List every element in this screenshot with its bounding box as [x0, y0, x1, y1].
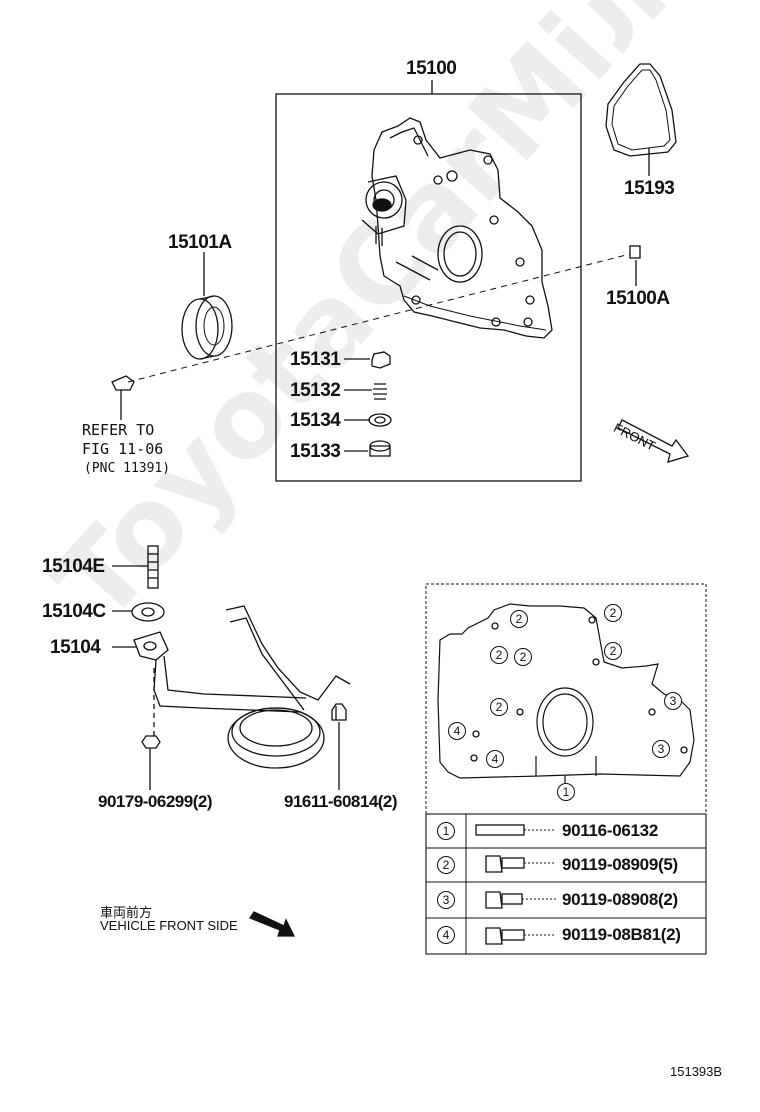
- relief-spring: [373, 383, 387, 400]
- washer: [368, 413, 392, 427]
- o-ring-gasket: [605, 63, 677, 157]
- label-15134: 15134: [290, 410, 341, 431]
- oil-strainer: [112, 545, 351, 790]
- bolt-row-number: 4: [437, 926, 455, 944]
- bolt-table-row: 1 90116-06132: [426, 814, 706, 848]
- label-15104: 15104: [50, 637, 101, 658]
- bolt-row-number: 2: [437, 856, 455, 874]
- bolt-row-number: 3: [437, 891, 455, 909]
- label-91611: 91611-60814(2): [284, 792, 398, 811]
- label-15132: 15132: [290, 380, 341, 401]
- label-15100: 15100: [406, 58, 457, 79]
- label-15100a: 15100A: [606, 288, 670, 309]
- oil-pump-frame: [275, 93, 582, 482]
- oil-pump-body: [361, 117, 553, 339]
- bolt-icon-3: [485, 891, 556, 909]
- relief-plug: [371, 351, 391, 369]
- inset-marker-2: 2: [490, 646, 508, 664]
- label-15131: 15131: [290, 349, 341, 370]
- vehicle-front-jp: 車両前方: [100, 905, 153, 920]
- bolt-table: [425, 813, 707, 955]
- bolt-part-number: 90119-08908(2): [562, 890, 678, 909]
- label-15104c: 15104C: [42, 601, 106, 622]
- inset-marker-2: 2: [514, 648, 532, 666]
- inset-marker-1: 1: [557, 783, 575, 801]
- label-15104e: 15104E: [42, 556, 105, 577]
- bolt-table-row: 2 90119-08909(5): [426, 848, 706, 882]
- label-15133: 15133: [290, 441, 341, 462]
- vehicle-front-arrow: [249, 911, 296, 937]
- figure-id: 151393B: [670, 1064, 723, 1079]
- bolt-icon-4: [485, 927, 556, 945]
- relief-valve: [369, 445, 391, 457]
- label-90179: 90179-06299(2): [98, 792, 212, 811]
- bolt-icon-2: [485, 855, 556, 873]
- inset-marker-2: 2: [490, 698, 508, 716]
- inset-marker-2: 2: [604, 604, 622, 622]
- bolt-table-row: 4 90119-08B81(2): [426, 918, 706, 952]
- vehicle-front-en: VEHICLE FRONT SIDE: [100, 918, 238, 933]
- bolt-part-number: 90116-06132: [562, 821, 658, 840]
- bolt-part-number: 90119-08B81(2): [562, 925, 681, 944]
- bolt-ref: [111, 375, 135, 391]
- refer-line-2: FIG 11-06: [82, 440, 164, 458]
- oil-seal: [181, 295, 233, 360]
- bolt-row-number: 1: [437, 822, 455, 840]
- inset-marker-2: 2: [604, 642, 622, 660]
- label-15193: 15193: [624, 178, 675, 199]
- bolt-table-row: 3 90119-08908(2): [426, 882, 706, 916]
- bolt-icon-1: [475, 824, 556, 836]
- inset-pump-outline: [437, 603, 695, 786]
- refer-line-1: REFER TO: [82, 421, 155, 439]
- inset-marker-3: 3: [664, 692, 682, 710]
- refer-line-3: (PNC 11391): [84, 461, 171, 476]
- front-arrow: [617, 419, 690, 463]
- label-15101a: 15101A: [168, 232, 232, 253]
- inset-marker-2: 2: [510, 610, 528, 628]
- bolt-part-number: 90119-08909(5): [562, 855, 678, 874]
- inset-marker-4: 4: [486, 750, 504, 768]
- inset-marker-3: 3: [652, 740, 670, 758]
- inset-marker-4: 4: [448, 722, 466, 740]
